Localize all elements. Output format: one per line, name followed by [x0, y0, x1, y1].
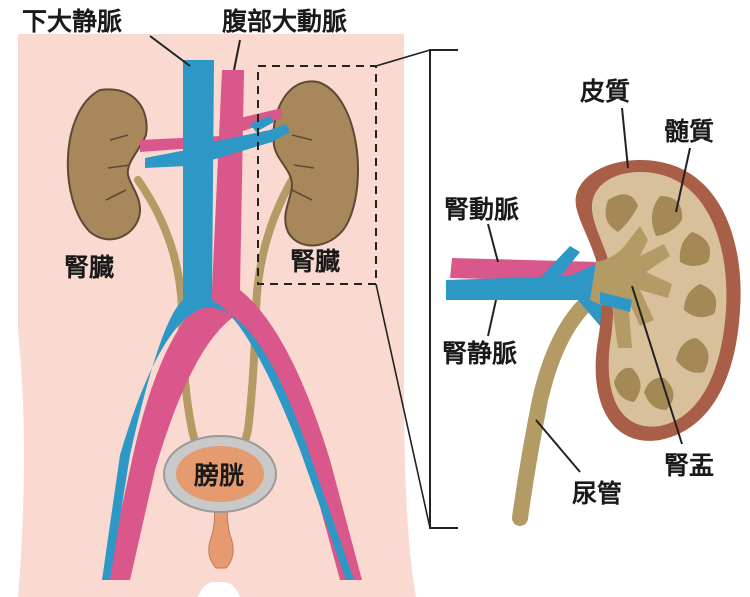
medullary-pyramid	[605, 194, 638, 232]
left-kidney	[66, 88, 148, 241]
leader-renal-pelvis	[631, 285, 683, 445]
connector-bottom	[375, 283, 431, 529]
label-kidney-left: 腎臓	[64, 253, 114, 282]
leader-ivc	[149, 35, 191, 67]
label-bladder: 膀胱	[193, 461, 244, 490]
renal-pelvis	[590, 226, 672, 348]
right-renal-vein-branch	[250, 116, 274, 132]
leader-ureter	[535, 419, 581, 473]
label-renal-pelvis: 腎盂	[664, 451, 714, 480]
left-renal-vein	[145, 150, 186, 168]
leader-renal-artery	[487, 223, 499, 263]
renal-medulla	[605, 194, 717, 410]
section-ureter	[512, 292, 598, 526]
medullary-pyramid	[684, 284, 717, 318]
label-ureter: 尿管	[572, 479, 622, 508]
section-renal-vein	[446, 260, 612, 326]
urethra	[208, 499, 234, 569]
medullary-pyramid	[676, 338, 709, 373]
right-renal-vein	[212, 124, 290, 160]
bladder	[176, 446, 264, 502]
leader-renal-vein	[487, 299, 497, 337]
medullary-pyramid	[614, 367, 641, 402]
aorta	[106, 70, 362, 580]
zoom-bracket	[429, 49, 458, 529]
focus-box	[257, 65, 377, 285]
legs-gap	[198, 582, 240, 597]
label-renal-vein: 腎静脈	[442, 339, 517, 368]
label-renal-artery: 腎動脈	[444, 195, 519, 224]
leader-cortex	[621, 107, 629, 169]
section-vein-branch-inner	[600, 292, 632, 312]
leader-lines	[149, 35, 691, 473]
label-ivc: 下大静脈	[22, 7, 122, 36]
leader-medulla	[675, 147, 691, 213]
right-kidney	[272, 80, 359, 247]
medullary-pyramid	[651, 196, 683, 236]
label-kidney-right: 腎臓	[290, 247, 340, 276]
leader-aorta	[233, 39, 241, 71]
label-aorta: 腹部大動脈	[222, 7, 347, 36]
section-vein-branch-top	[540, 246, 580, 282]
inferior-vena-cava	[102, 60, 354, 580]
medullary-pyramid	[644, 377, 674, 410]
right-kidney-hilum-lines	[291, 134, 315, 201]
connector-top	[375, 49, 431, 67]
medullary-pyramid	[679, 232, 710, 266]
label-cortex: 皮質	[580, 77, 630, 106]
label-medulla: 髄質	[664, 117, 714, 146]
left-kidney-hilum-lines	[105, 134, 131, 201]
